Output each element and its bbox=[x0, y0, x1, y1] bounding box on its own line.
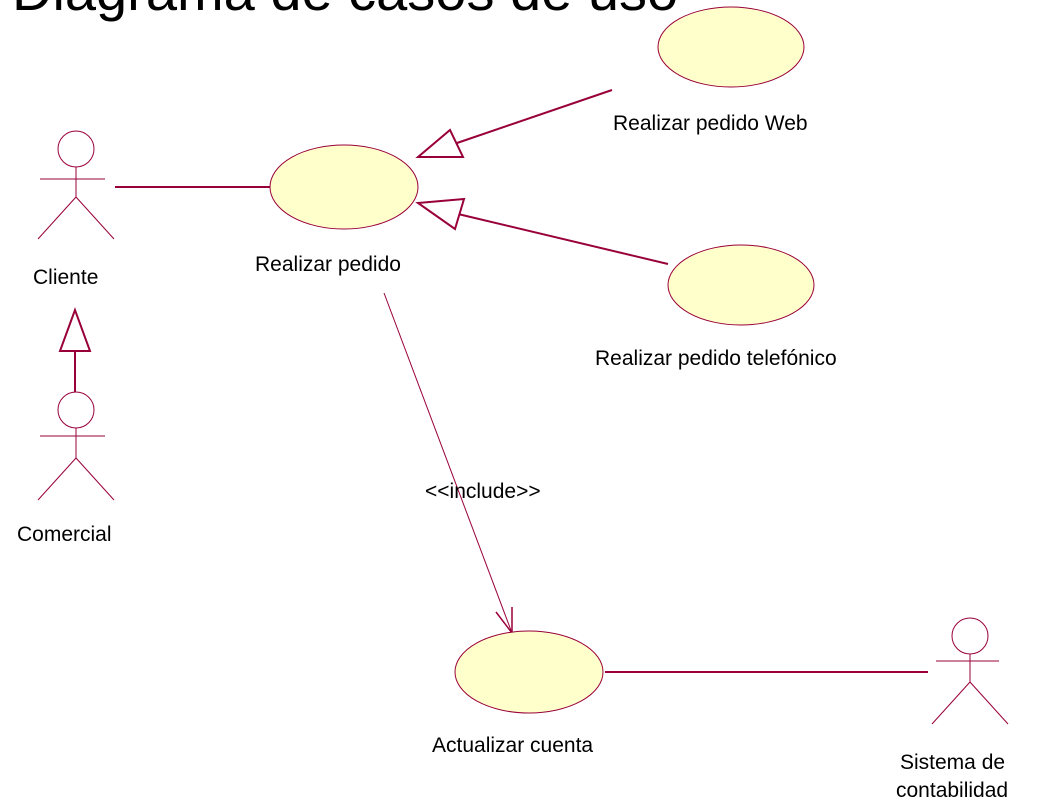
generalization-comercial-arrowhead bbox=[58, 307, 92, 352]
usecase-realizar-pedido-web[interactable] bbox=[657, 6, 805, 88]
usecase-label-realizar-pedido: Realizar pedido bbox=[255, 253, 401, 276]
include-label: <<include>> bbox=[425, 480, 541, 503]
generalization-telefonico-arrowhead bbox=[415, 197, 466, 231]
include-dependency-line bbox=[383, 292, 513, 634]
actor-cliente[interactable] bbox=[37, 130, 115, 240]
actor-label-cliente: Cliente bbox=[33, 266, 99, 289]
generalization-web-arrowhead bbox=[415, 128, 465, 158]
actor-label-sistema-line1: Sistema de bbox=[900, 751, 1006, 774]
actor-sistema-contabilidad[interactable] bbox=[931, 617, 1009, 725]
usecase-actualizar-cuenta[interactable] bbox=[454, 630, 604, 714]
actor-comercial[interactable] bbox=[37, 391, 115, 501]
generalization-web-line bbox=[456, 89, 613, 144]
usecase-realizar-pedido-telefonico[interactable] bbox=[667, 244, 815, 326]
actor-label-sistema-line2: contabilidad bbox=[896, 779, 1009, 802]
usecase-label-realizar-pedido-web: Realizar pedido Web bbox=[613, 112, 808, 135]
actor-label-comercial: Comercial bbox=[17, 523, 112, 546]
generalization-telefonico-line bbox=[457, 213, 669, 265]
usecase-label-actualizar-cuenta: Actualizar cuenta bbox=[432, 734, 594, 757]
usecase-label-realizar-pedido-telefonico: Realizar pedido telefónico bbox=[595, 347, 837, 370]
usecase-realizar-pedido[interactable] bbox=[269, 144, 419, 230]
diagram-title: Diagrama de casos de uso bbox=[12, 0, 678, 23]
